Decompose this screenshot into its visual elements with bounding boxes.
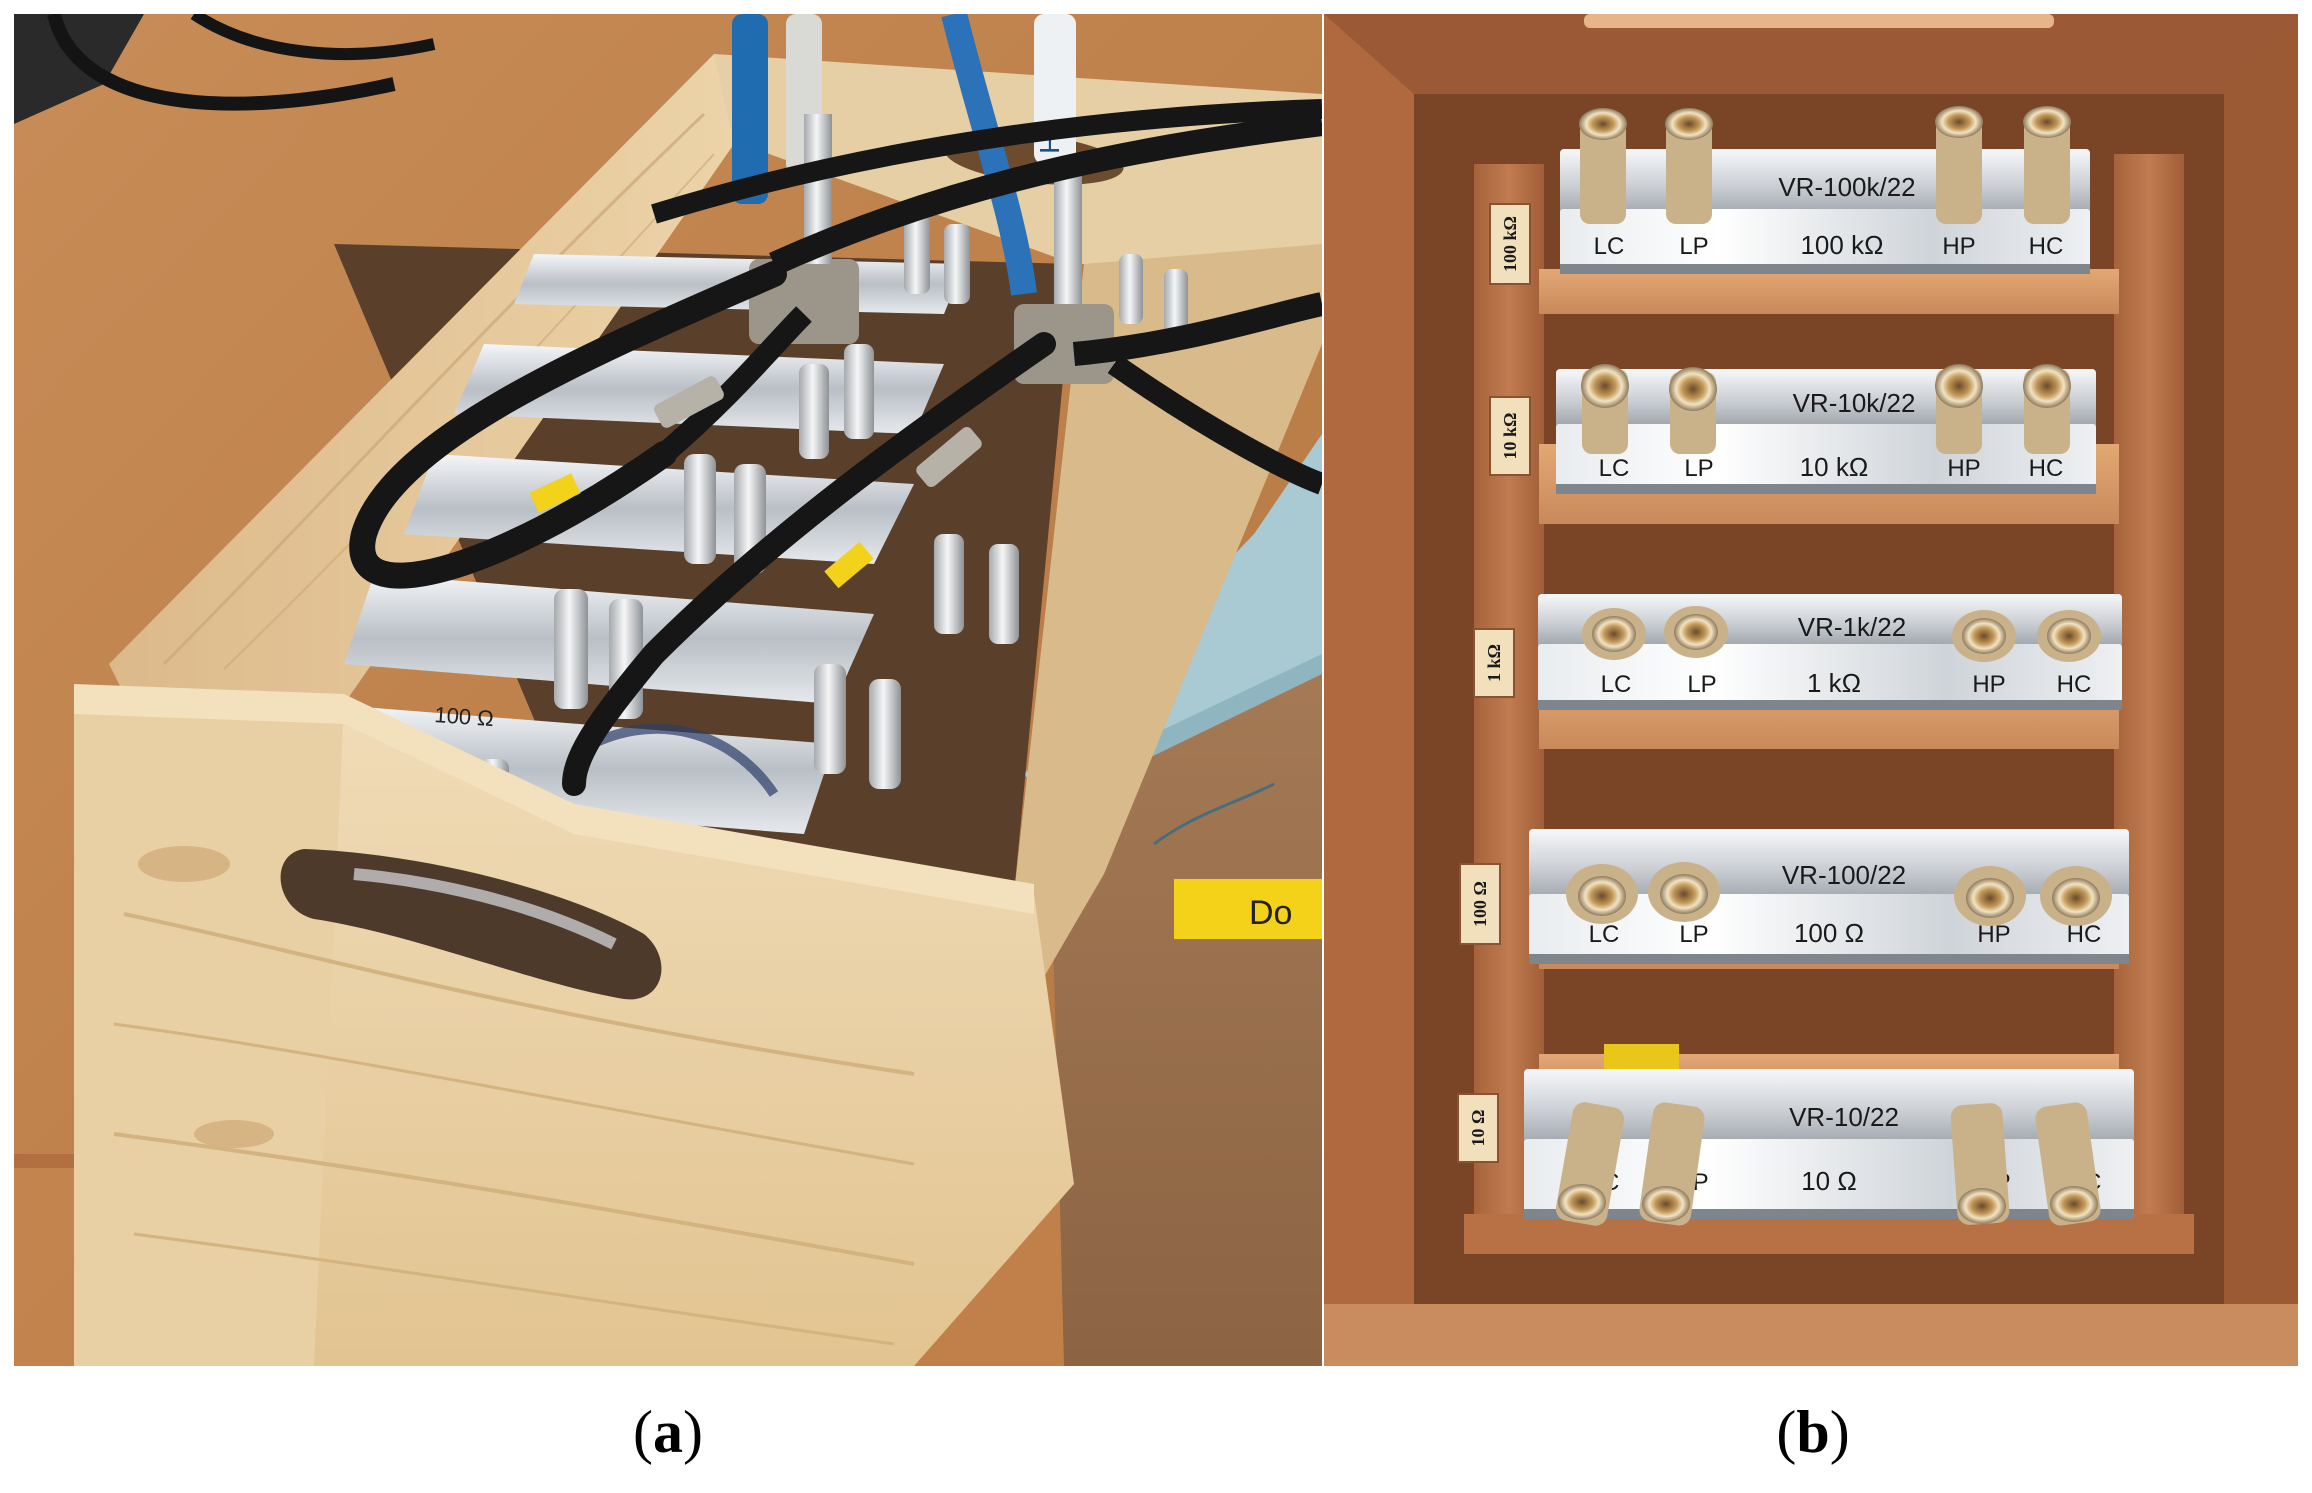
- caption-a: (a): [518, 1398, 818, 1467]
- rack-right-rail: [2114, 154, 2184, 1244]
- side-label-4: 10 Ω: [1468, 1110, 1488, 1147]
- coax-cables: [349, 99, 1322, 796]
- port-lp-2: LP: [1687, 671, 1716, 698]
- side-label-1: 10 kΩ: [1500, 413, 1520, 460]
- port-lp-3: LP: [1679, 921, 1708, 948]
- value-label-4: 10 Ω: [1801, 1166, 1857, 1196]
- port-hc-0: HC: [2029, 233, 2064, 260]
- panel-a-photo: Do 100 Ω: [14, 14, 1322, 1366]
- bnc-connectors-0: [1579, 106, 2071, 224]
- port-lc-0: LC: [1594, 233, 1625, 260]
- model-label-1: VR-10k/22: [1793, 388, 1916, 418]
- box-handle-hole: [280, 849, 662, 1000]
- caption-b-open: (: [1776, 1399, 1797, 1465]
- caption-a-close: ): [683, 1399, 703, 1465]
- box-right-wall: [1014, 244, 1322, 994]
- resistor-plate-1: VR-10k/22 10 kΩ LC LP HP HC: [1556, 364, 2096, 494]
- port-lc-2: LC: [1601, 671, 1632, 698]
- port-lc-3: LC: [1589, 921, 1620, 948]
- port-lp-1: LP: [1684, 455, 1713, 482]
- photo-panel-a: Do 100 Ω: [14, 14, 1322, 1366]
- port-hp-2: HP: [1972, 671, 2005, 698]
- resistor-plate-2: VR-1k/22 1 kΩ LC LP HP HC: [1538, 594, 2122, 710]
- value-label-1: 10 kΩ: [1800, 452, 1869, 482]
- model-label-0: VR-100k/22: [1778, 172, 1915, 202]
- plate-value-text: 100 Ω: [434, 702, 495, 731]
- model-label-3: VR-100/22: [1782, 860, 1906, 890]
- port-hc-1: HC: [2029, 455, 2064, 482]
- resistor-plate-4: VR-10/22 10 Ω LC LP HP HC: [1524, 1044, 2134, 1226]
- value-label-0: 100 kΩ: [1800, 230, 1883, 260]
- side-label-3: 100 Ω: [1470, 881, 1490, 927]
- caption-a-open: (: [633, 1399, 653, 1465]
- caption-a-letter: a: [653, 1399, 683, 1465]
- caption-b-letter: b: [1796, 1399, 1830, 1465]
- panel-b-photo: 100 kΩ 10 kΩ 1 kΩ 100 Ω 10 Ω VR-100k/22 …: [1324, 14, 2298, 1366]
- rack-left-rail: [1474, 164, 1544, 1244]
- port-hc-2: HC: [2057, 671, 2092, 698]
- wooden-box-front: [74, 684, 1074, 1366]
- side-label-0: 100 kΩ: [1500, 216, 1520, 272]
- value-label-2: 1 kΩ: [1807, 668, 1861, 698]
- port-hp-0: HP: [1942, 233, 1975, 260]
- side-labels: 100 kΩ 10 kΩ 1 kΩ 100 Ω 10 Ω: [1457, 203, 1531, 1163]
- caption-b: (b): [1663, 1398, 1963, 1467]
- bnc-connectors-3: [1566, 862, 2112, 926]
- resistor-plate-3: VR-100/22 100 Ω LC LP HP HC: [1529, 829, 2129, 964]
- value-label-3: 100 Ω: [1794, 918, 1864, 948]
- box-left-inner-wall: [109, 54, 734, 714]
- caption-b-close: ): [1829, 1399, 1850, 1465]
- side-label-2: 1 kΩ: [1484, 644, 1504, 682]
- photo-panel-b: 100 kΩ 10 kΩ 1 kΩ 100 Ω 10 Ω VR-100k/22 …: [1324, 14, 2298, 1366]
- port-lp-0: LP: [1679, 233, 1708, 260]
- bnc-connectors-2: [1582, 606, 2101, 662]
- model-label-4: VR-10/22: [1789, 1102, 1899, 1132]
- bnc-connector-posts: [429, 214, 1188, 829]
- bnc-connectors-4: [1555, 1102, 2101, 1226]
- box-sticker-text: Do: [1249, 894, 1292, 932]
- port-lc-1: LC: [1599, 455, 1630, 482]
- model-label-2: VR-1k/22: [1798, 612, 1906, 642]
- bnc-connectors-1: [1581, 364, 2071, 454]
- resistor-plate-0: VR-100k/22 100 kΩ LC LP HP HC: [1560, 106, 2090, 274]
- port-hp-1: HP: [1947, 455, 1980, 482]
